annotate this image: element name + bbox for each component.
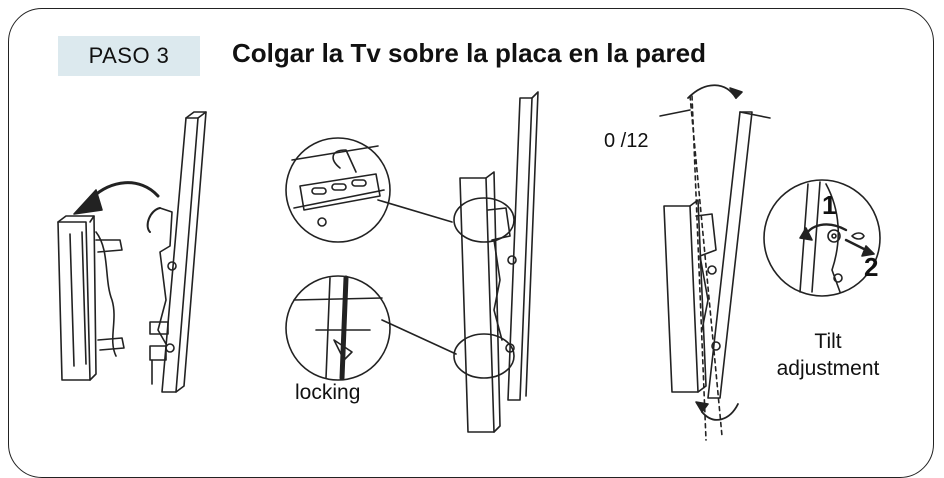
wall-plate-drawing [146,111,207,393]
tv-back-bracket-drawing [57,215,125,381]
callout-step-2: 2 [864,252,879,282]
instruction-title: Colgar la Tv sobre la placa en la pared [232,38,706,68]
lift-arrow-head [73,189,103,215]
instruction-illustration [57,84,881,441]
zoom-inset-tilt-drawing [763,179,881,297]
tilt-label-line2: adjustment [776,357,880,380]
callout-line-top [377,199,453,223]
zoom-inset-top-drawing [285,137,391,243]
tilt-arrow-top [687,84,737,99]
tv-on-wall-drawing [453,91,539,433]
callout-line-bottom [381,319,457,355]
tilt-angle-label: 0 /12 [604,130,649,152]
angle-marker-right [739,111,771,119]
zoom-inset-bottom-drawing [285,275,391,381]
angle-marker-left [659,109,691,117]
lift-arrow-curve [90,181,160,200]
callout-step-1: 1 [822,190,837,220]
step-badge: PASO 3 [58,36,200,76]
tilt-label-line1: Tilt [814,330,842,353]
tilt-adjustment-label: Tilt adjustment [760,328,896,382]
tilted-tv-drawing [663,95,753,441]
tilt-arrow-bottom [701,403,739,421]
step-label: PASO 3 [88,43,170,68]
locking-label: locking [295,381,361,404]
